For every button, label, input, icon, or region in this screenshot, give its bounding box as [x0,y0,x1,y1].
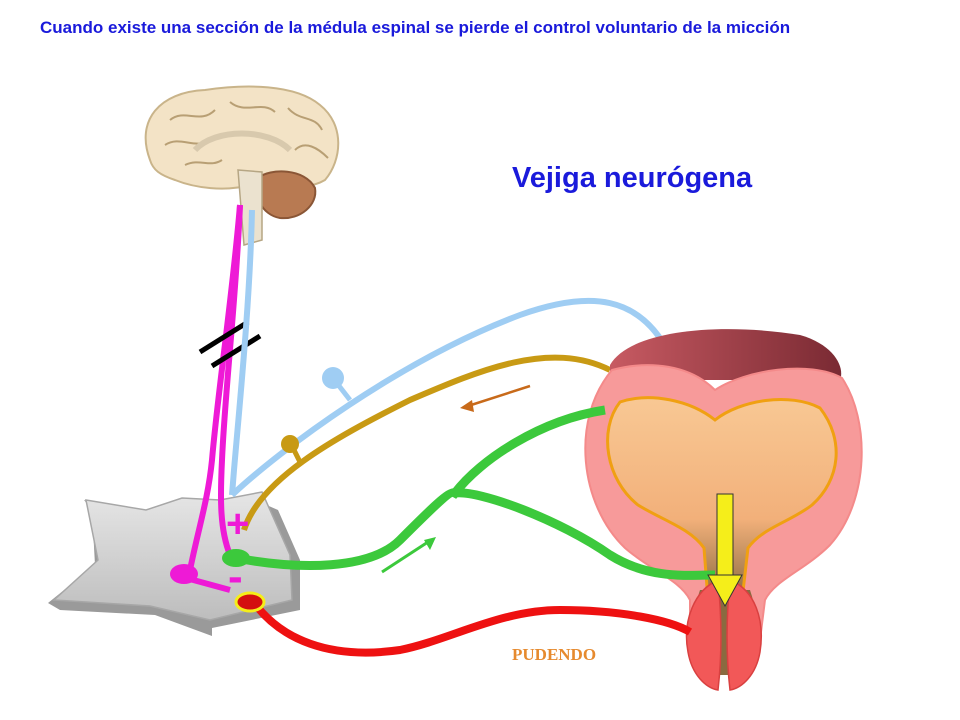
excitatory-sign: + [226,502,250,546]
sympathetic-ganglion [281,435,299,453]
pudendal-nerve [234,591,693,657]
parasympathetic-nucleus [222,549,250,567]
brain-illustration [144,85,340,246]
sympathetic-pathway [241,354,612,531]
brain-folds [164,101,329,166]
corpus-callosum [192,130,293,153]
parasympathetic-pathway [222,405,716,580]
inhibitory-sign: - [228,552,243,601]
pudendal-nerve-label: PUDENDO [512,645,597,664]
caption-text: Cuando existe una sección de la médula e… [40,18,791,37]
lesion-marks [198,319,262,369]
pudendal-motor-nucleus [234,591,266,613]
afferent-direction-arrow [381,537,436,574]
sensory-ganglion [322,367,344,389]
efferent-direction-arrow [460,384,531,412]
voluntary-control-tract [170,204,243,593]
urine-flow-arrow [707,493,743,608]
external-sphincter-right [726,578,762,691]
diagram-title: Vejiga neurógena [512,162,753,194]
cerebellum [255,170,317,220]
motor-neuron-body [170,564,198,584]
spinal-cord-body [52,491,293,621]
external-sphincter-left [685,578,722,691]
